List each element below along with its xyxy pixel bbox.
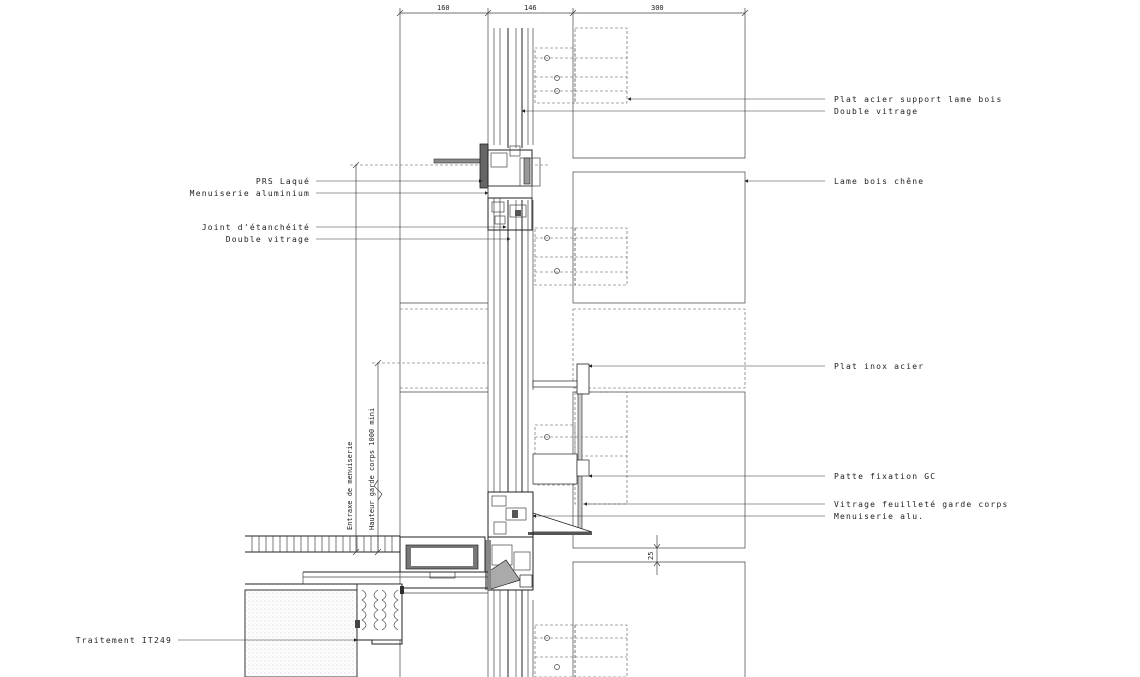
steel-supports (534, 27, 628, 677)
label-menuiserie-aluminium: Menuiserie aluminium (190, 189, 310, 198)
glazing-lines (493, 28, 534, 677)
label-menuiserie-alu: Menuiserie alu. (834, 512, 924, 521)
label-joint-etancheite: Joint d'étanchéité (202, 222, 310, 232)
floor-slab (244, 535, 488, 677)
label-double-vitrage-top: Double vitrage (834, 107, 918, 116)
vertical-label-entraxe: Entraxe de menuiserie (346, 441, 354, 530)
gap-dimension: 25 (647, 535, 661, 575)
upper-transom (433, 143, 548, 231)
left-annotations: PRS Laqué Menuiserie aluminium Joint d'é… (76, 176, 511, 645)
dim-25: 25 (647, 552, 655, 560)
vertical-dimensions: Entraxe de menuiserie Hauteur garde corp… (346, 161, 488, 556)
dim-300: 300 (651, 4, 664, 12)
label-double-vitrage-left: Double vitrage (226, 235, 310, 244)
label-plat-inox: Plat inox acier (834, 362, 924, 371)
dim-146: 146 (524, 4, 537, 12)
guard-rail-hardware (528, 363, 593, 535)
right-annotations: Plat acier support lame bois Double vitr… (521, 95, 1008, 521)
label-traitement: Traitement IT249 (76, 636, 172, 645)
label-lame-bois: Lame bois chêne (834, 176, 924, 186)
label-vitrage-feuillete: Vitrage feuilleté garde corps (834, 499, 1008, 509)
wood-slats (572, 20, 746, 677)
wall-lines (399, 20, 489, 677)
label-patte-fixation: Patte fixation GC (834, 472, 936, 481)
vertical-label-hauteur: Hauteur garde corps 1000 mini (368, 408, 376, 530)
dim-160: 160 (437, 4, 450, 12)
label-prs-laque: PRS Laqué (256, 176, 310, 186)
top-dimension-chain: 160 146 300 (396, 4, 749, 20)
label-plat-acier: Plat acier support lame bois (834, 95, 1002, 104)
lower-sill (485, 491, 534, 591)
